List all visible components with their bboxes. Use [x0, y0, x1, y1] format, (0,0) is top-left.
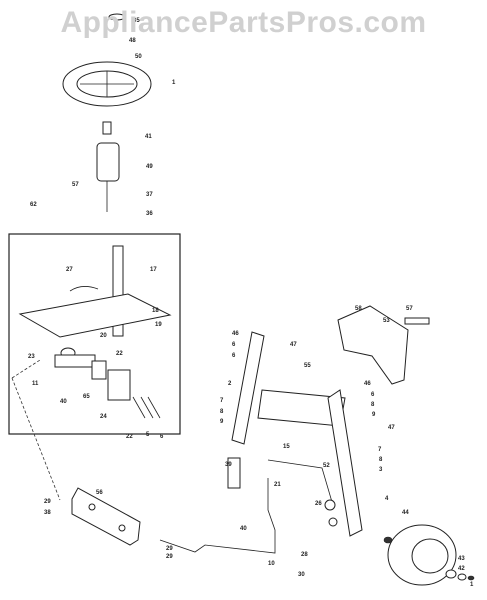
callout-48: 48 — [129, 38, 136, 44]
drag-link-10[interactable] — [159, 478, 276, 554]
spindle-right[interactable] — [324, 389, 363, 537]
callout-17: 17 — [150, 267, 157, 273]
callout-38: 38 — [44, 510, 51, 516]
callout-50: 50 — [135, 54, 142, 60]
callout-57-right: 57 — [406, 306, 413, 312]
callout-19: 19 — [155, 322, 162, 328]
callout-27: 27 — [66, 267, 73, 273]
callout-9-right: 9 — [372, 412, 376, 418]
callout-56: 56 — [96, 490, 103, 496]
callout-43: 43 — [458, 556, 465, 562]
callout-46-right: 46 — [364, 381, 371, 387]
callout-58: 58 — [355, 306, 362, 312]
callout-23: 23 — [28, 354, 35, 360]
callout-24: 24 — [100, 414, 107, 420]
callout-35: 35 — [133, 18, 140, 24]
front-wheel-tire[interactable] — [383, 524, 475, 586]
callout-11: 11 — [32, 381, 39, 387]
callout-4: 4 — [385, 496, 389, 502]
callout-3: 3 — [379, 467, 383, 473]
callout-8-right-a: 8 — [371, 402, 375, 408]
callout-10: 10 — [268, 561, 275, 567]
callout-49: 49 — [146, 164, 153, 170]
callout-6-left-a: 6 — [232, 342, 236, 348]
callout-44: 44 — [402, 510, 409, 516]
spindle-left[interactable] — [227, 331, 265, 489]
callout-29-left: 29 — [44, 499, 51, 505]
callout-30: 30 — [298, 572, 305, 578]
steering-gear-assembly[interactable] — [18, 245, 172, 419]
callout-26: 26 — [315, 501, 322, 507]
callout-46-left: 46 — [232, 331, 239, 337]
callout-65: 65 — [83, 394, 90, 400]
callout-22-lower: 22 — [126, 434, 133, 440]
callout-41: 41 — [145, 134, 152, 140]
callout-18: 18 — [152, 308, 159, 314]
callout-62: 62 — [30, 202, 37, 208]
callout-2: 2 — [228, 381, 232, 387]
callout-6-box: 6 — [160, 434, 164, 440]
tie-rod-52[interactable] — [267, 459, 333, 503]
callout-53: 53 — [383, 318, 390, 324]
callout-7-right: 7 — [378, 447, 382, 453]
callout-47-left: 47 — [290, 342, 297, 348]
callout-1: 1 — [172, 80, 176, 86]
steering-wheel-part[interactable] — [62, 13, 152, 107]
callout-40-left: 40 — [60, 399, 67, 405]
callout-39: 39 — [225, 462, 232, 468]
callout-22-upper: 22 — [116, 351, 123, 357]
callout-52: 52 — [323, 463, 330, 469]
callout-40-right: 40 — [240, 526, 247, 532]
steering-plate-56[interactable] — [71, 487, 141, 546]
callout-42: 42 — [458, 566, 465, 572]
callout-6-right: 6 — [371, 392, 375, 398]
callout-29-mid: 29 — [166, 546, 173, 552]
bracket-58[interactable] — [337, 305, 409, 385]
steering-shaft-upper[interactable] — [96, 121, 120, 212]
callout-29-low: 29 — [166, 554, 173, 560]
callout-8-left: 8 — [220, 409, 224, 415]
callout-20: 20 — [100, 333, 107, 339]
callout-9-left: 9 — [220, 419, 224, 425]
callout-28: 28 — [301, 552, 308, 558]
callout-1-wheel: 1 — [470, 582, 474, 588]
callout-7-left: 7 — [220, 398, 224, 404]
callout-36: 36 — [146, 211, 153, 217]
callout-55: 55 — [304, 363, 311, 369]
callout-6-left-b: 6 — [232, 353, 236, 359]
callout-15: 15 — [283, 444, 290, 450]
callout-8-right-b: 8 — [379, 457, 383, 463]
callout-47-right: 47 — [388, 425, 395, 431]
callout-57-upper: 57 — [72, 182, 79, 188]
callout-5: 5 — [146, 432, 150, 438]
callout-37: 37 — [146, 192, 153, 198]
subassembly-box-62 — [8, 233, 181, 435]
bolt-57[interactable] — [404, 317, 430, 325]
callout-21: 21 — [274, 482, 281, 488]
